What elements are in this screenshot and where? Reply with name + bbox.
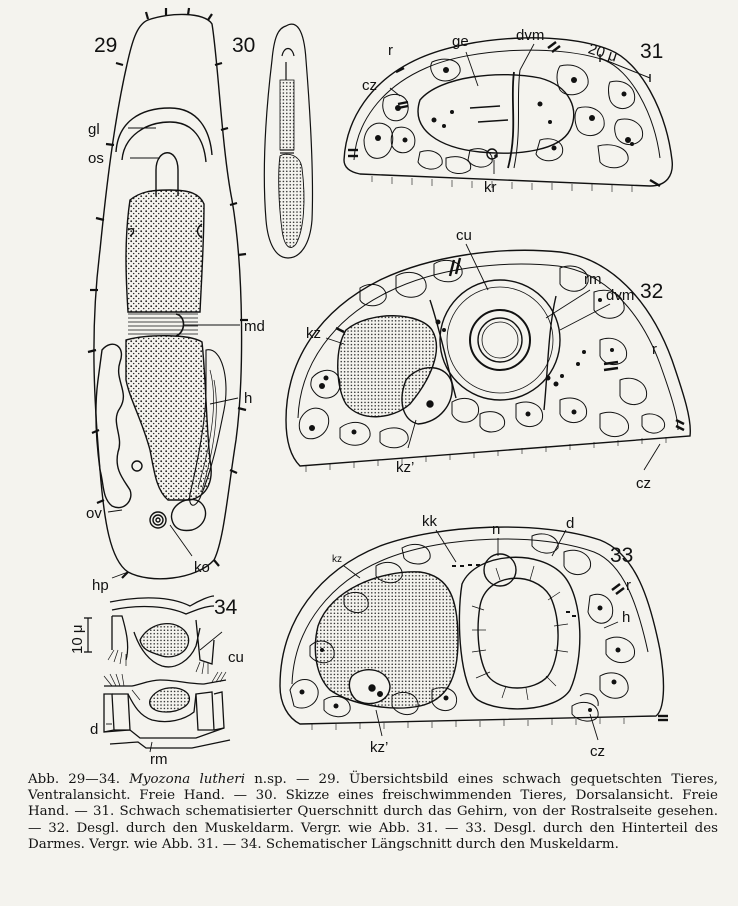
figure-33 <box>279 526 668 741</box>
copulatory-organ-ko <box>170 498 207 532</box>
label-d-34: d <box>90 721 98 738</box>
nucleus-n <box>483 553 517 587</box>
gland-arc <box>115 107 213 156</box>
cilia-34b <box>103 671 227 687</box>
cilia-33 <box>311 718 625 730</box>
label-r-32: r <box>652 341 657 358</box>
muscle-ring-md <box>128 313 198 335</box>
body-outline-30 <box>263 23 314 259</box>
label-cz-32: cz <box>636 475 651 492</box>
figure-30 <box>263 23 314 259</box>
figure-31 <box>343 37 673 192</box>
gut-ring-rm <box>439 279 561 401</box>
label-ov: ov <box>86 505 102 522</box>
label-r-31: r <box>388 42 393 59</box>
rhabdites-33 <box>611 583 668 722</box>
label-kz-32: kz <box>306 325 321 342</box>
label-d-33: d <box>566 515 574 532</box>
body-bristles <box>87 7 248 579</box>
fig34-scale: 10 μ <box>69 625 86 655</box>
cells-33 <box>289 533 636 722</box>
label-md: md <box>244 318 265 335</box>
figure-caption: Abb. 29—34. Myozona lutheri n.sp. — 29. … <box>28 772 718 853</box>
label-cu-34: cu <box>228 649 244 666</box>
cilia-31 <box>371 176 633 192</box>
kk-marks <box>452 564 576 617</box>
figure-29 <box>87 7 248 580</box>
figure-34 <box>84 595 231 753</box>
caption-prefix: Abb. 29—34. <box>28 772 120 787</box>
caption-species: Myozona lutheri <box>129 772 245 787</box>
fig34-number: 34 <box>214 596 238 619</box>
fig31-scale: 20 μ <box>586 40 619 65</box>
caption-text: n.sp. — 29. Übersichtsbild eines schwach… <box>28 772 718 852</box>
label-r-33: r <box>626 577 631 594</box>
label-rm-32: rm <box>584 271 602 288</box>
brain-ge <box>417 73 575 154</box>
rhabdites-32 <box>335 257 685 432</box>
label-h-33: h <box>622 609 630 626</box>
label-dvm-31: dvm <box>516 27 544 44</box>
fig31-number: 31 <box>640 40 663 63</box>
nuclei-32 <box>309 298 614 435</box>
label-gl: gl <box>88 121 100 138</box>
section-outline-32 <box>285 249 692 467</box>
dorsoventral-muscle-dvm <box>507 71 515 169</box>
label-cu-32: cu <box>456 227 472 244</box>
label-n: n <box>492 521 500 538</box>
label-cz-33: cz <box>590 743 605 760</box>
cells-32 <box>298 259 666 449</box>
statocyst-os <box>155 152 179 196</box>
label-ko: ko <box>194 559 210 576</box>
label-rm-34: rm <box>150 751 168 768</box>
fig30-number: 30 <box>232 34 255 57</box>
cilia-34a <box>107 649 209 675</box>
gut-wall-34b <box>149 687 190 713</box>
cells-31 <box>363 58 644 174</box>
gut-wall-34a <box>139 623 190 658</box>
label-kr: kr <box>484 179 497 196</box>
figure-plate: 29 gl os md h ov ko hp 30 <box>69 7 692 768</box>
fig33-number: 33 <box>610 544 633 567</box>
label-cz-31: cz <box>362 77 377 94</box>
rhabdites-31 <box>348 41 661 188</box>
testis-h <box>189 349 227 506</box>
label-ge: ge <box>452 33 469 50</box>
yolk-cell-kz <box>337 315 438 418</box>
label-dvm-32: dvm <box>606 287 634 304</box>
label-kz-33: kz <box>332 554 342 565</box>
section-outline-33 <box>279 526 665 725</box>
figure-32 <box>285 243 692 472</box>
gut-striation <box>471 565 569 701</box>
label-h: h <box>244 390 252 407</box>
yolk-mass-kz <box>314 571 459 709</box>
intestine <box>125 335 212 501</box>
fig32-number: 32 <box>640 280 663 303</box>
label-kz2-33: kz’ <box>370 739 388 756</box>
ovary-ov <box>95 343 132 509</box>
label-os: os <box>88 150 104 167</box>
cilia-32 <box>305 437 667 472</box>
intestine-d <box>458 556 581 710</box>
label-kk: kk <box>422 513 438 530</box>
nuclei-31 <box>375 67 634 158</box>
body-outline <box>93 13 243 580</box>
label-hp: hp <box>92 577 109 594</box>
pharynx-front <box>125 189 205 313</box>
nuclei-33 <box>299 605 621 712</box>
fig29-number: 29 <box>94 34 117 57</box>
label-kz2-32: kz’ <box>396 459 414 476</box>
